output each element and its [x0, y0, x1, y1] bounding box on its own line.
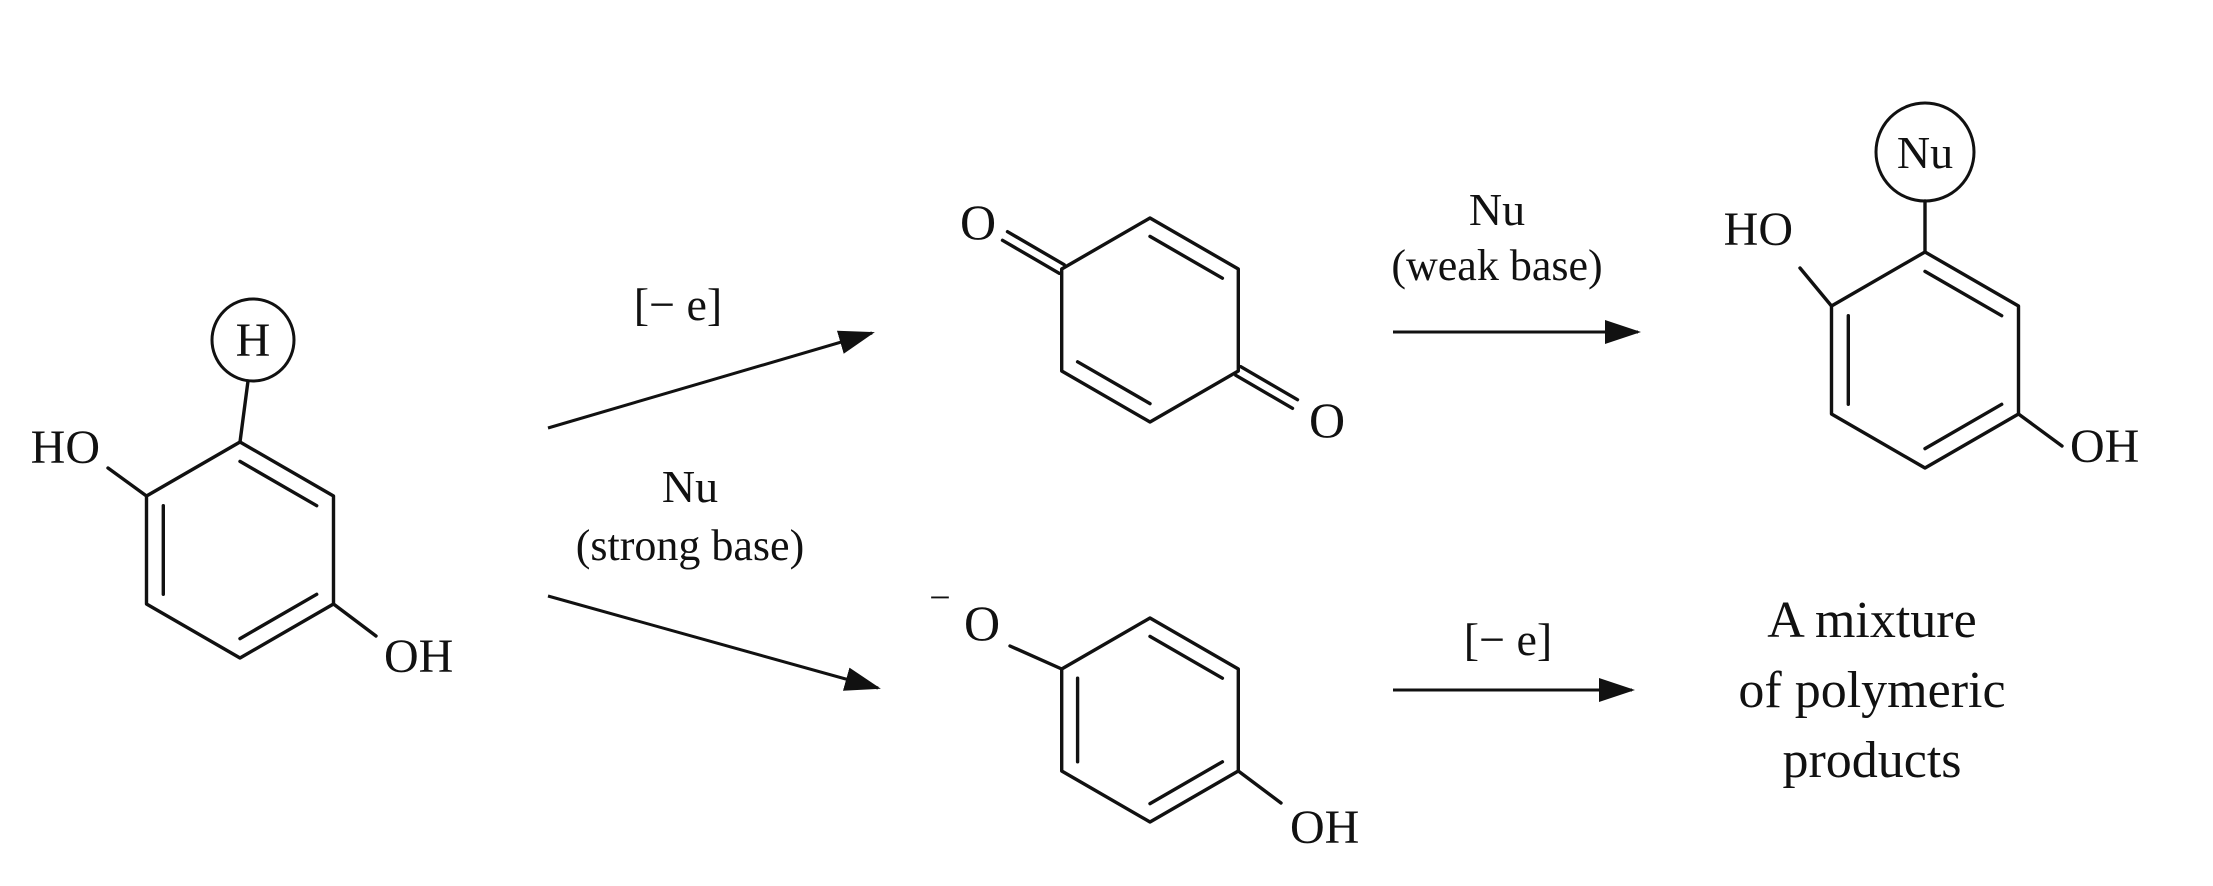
oxidation-arrow-bottom: [− e]: [1393, 614, 1635, 702]
oxygen-lower-label: O: [1309, 392, 1345, 448]
benzene-ring: [144, 440, 336, 660]
bond-to-ho: [1798, 266, 1834, 308]
highlight-circle: [1874, 101, 1976, 203]
reactant-hydroquinone: H HO OH: [31, 297, 453, 683]
reaction-arrow: [547, 330, 875, 430]
oxidation-arrow-top: [− e]: [547, 279, 875, 430]
double-bond-line: [1923, 269, 2004, 318]
condition-label: (strong base): [576, 521, 805, 570]
double-bond-line: [1075, 360, 1152, 406]
double-bond-line: [1148, 634, 1225, 680]
double-bond-line: [1148, 234, 1225, 280]
double-bond-line: [238, 592, 319, 641]
oxidation-label: [− e]: [634, 279, 723, 330]
condition-label: (weak base): [1391, 241, 1602, 290]
nucleophile-label: Nu: [1469, 184, 1525, 235]
highlight-circle: [210, 297, 296, 383]
bond-to-h: [238, 379, 250, 444]
polymer-note-line1: A mixture: [1767, 592, 1976, 649]
carbonyl-bond-line: [1239, 365, 1300, 402]
double-bond-line: [238, 459, 319, 508]
reaction-arrow: [547, 594, 881, 691]
carbonyl-bond-line: [1000, 238, 1061, 275]
carbonyl-bond-line: [1234, 373, 1295, 410]
benzoquinone: O O: [960, 194, 1345, 448]
carbonyl-bond-line: [1005, 229, 1066, 267]
o-minus-label: O: [964, 595, 1000, 651]
bond-to-oh: [1236, 769, 1283, 805]
ho-label: HO: [1724, 203, 1793, 256]
benzene-ring: [1829, 250, 2021, 470]
bond-to-oh: [331, 602, 378, 638]
polymer-note-line3: products: [1782, 732, 1961, 789]
benzene-ring: [1059, 616, 1241, 824]
circled-nu-label: Nu: [1897, 127, 1953, 178]
double-bond-line: [1923, 402, 2004, 451]
polymer-note-line2: of polymeric: [1738, 662, 2005, 719]
oxidation-label: [− e]: [1464, 614, 1553, 665]
circled-h-label: H: [236, 314, 271, 367]
bond-to-oh: [2016, 412, 2064, 448]
bond-to-o-minus: [1008, 644, 1064, 671]
nucleophile-label: Nu: [662, 461, 718, 512]
product-nu-hydroquinone: Nu HO OH: [1724, 101, 2139, 473]
strong-base-arrow: Nu (strong base): [547, 461, 881, 691]
phenolate-anion: − O OH: [929, 577, 1359, 854]
double-bond-line: [1148, 760, 1225, 806]
oh-label: OH: [1290, 801, 1359, 854]
weak-base-arrow: Nu (weak base): [1391, 184, 1641, 344]
bond-to-ho: [106, 466, 149, 498]
charge-label: −: [929, 577, 950, 619]
quinone-ring: [1059, 216, 1241, 424]
oh-label: OH: [384, 630, 453, 683]
ho-label: HO: [31, 421, 100, 474]
polymeric-products-text: A mixture of polymeric products: [1738, 592, 2005, 789]
oxygen-upper-label: O: [960, 194, 996, 250]
oh-label: OH: [2070, 420, 2139, 473]
